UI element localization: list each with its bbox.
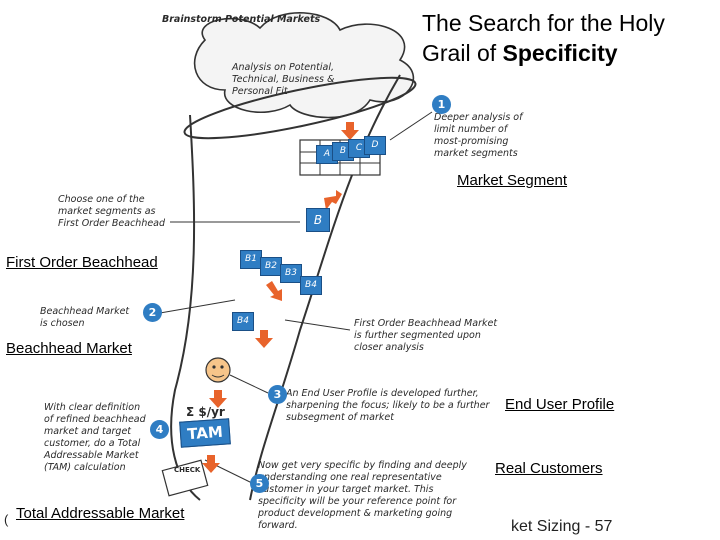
label-beachhead-market: Beachhead Market bbox=[4, 340, 134, 357]
beachhead-card-b: B bbox=[306, 208, 330, 232]
tam-badge: TAM bbox=[179, 418, 231, 448]
money-text: Σ $/yr bbox=[186, 405, 225, 419]
sub-card-b3: B3 bbox=[280, 264, 302, 283]
title-line-2: Grail of Specificity bbox=[422, 38, 718, 68]
title-line-1: The Search for the Holy bbox=[422, 10, 665, 36]
callout-5: 5 bbox=[250, 474, 269, 493]
callout-2: 2 bbox=[143, 303, 162, 322]
leader-step2 bbox=[159, 299, 236, 314]
label-first-order-beachhead: First Order Beachhead bbox=[4, 254, 160, 271]
callout-4: 4 bbox=[150, 420, 169, 439]
callout-1: 1 bbox=[432, 95, 451, 114]
label-real-customers: Real Customers bbox=[493, 460, 605, 477]
first-order-text: First Order Beachhead Market is further … bbox=[354, 318, 498, 353]
label-tam: Total Addressable Market bbox=[14, 505, 187, 522]
label-end-user-profile: End User Profile bbox=[503, 396, 617, 413]
leader-first-order bbox=[284, 319, 351, 331]
footer-left: ( bbox=[4, 512, 9, 527]
check-text: CHECK bbox=[174, 466, 201, 474]
cloud-ring bbox=[183, 76, 417, 140]
segment-card-d: D bbox=[364, 136, 386, 155]
sub-card-b4: B4 bbox=[300, 276, 322, 295]
arrow-icons bbox=[202, 122, 359, 473]
step1-text: Deeper analysis of limit number of most-… bbox=[434, 112, 523, 159]
analysis-text: Analysis on Potential, Technical, Busine… bbox=[232, 62, 335, 97]
step5-text: Now get very specific by finding and dee… bbox=[258, 460, 467, 531]
title-prefix: Grail of bbox=[422, 40, 503, 66]
check-icon bbox=[161, 459, 209, 497]
callout-3: 3 bbox=[268, 385, 287, 404]
sub-card-b1: B1 bbox=[240, 250, 262, 269]
step4-text: With clear definition of refined beachhe… bbox=[44, 402, 146, 473]
step3-text: An End User Profile is developed further… bbox=[286, 388, 490, 423]
title-emphasis: Specificity bbox=[502, 40, 618, 66]
step2-text: Beachhead Market is chosen bbox=[40, 306, 130, 329]
footer-page-ref: ket Sizing - 57 bbox=[511, 518, 613, 535]
choose-text: Choose one of the market segments as Fir… bbox=[58, 194, 166, 229]
sub-card-b2: B2 bbox=[260, 257, 282, 276]
chosen-card-b4: B4 bbox=[232, 312, 254, 331]
label-market-segment: Market Segment bbox=[455, 172, 570, 189]
leader-step1 bbox=[389, 111, 433, 141]
brainstorm-text: Brainstorm Potential Markets bbox=[162, 14, 321, 25]
page-title: The Search for the Holy Grail of Specifi… bbox=[422, 8, 718, 68]
leader-step3 bbox=[229, 374, 269, 394]
end-user-face-icon bbox=[205, 357, 231, 383]
